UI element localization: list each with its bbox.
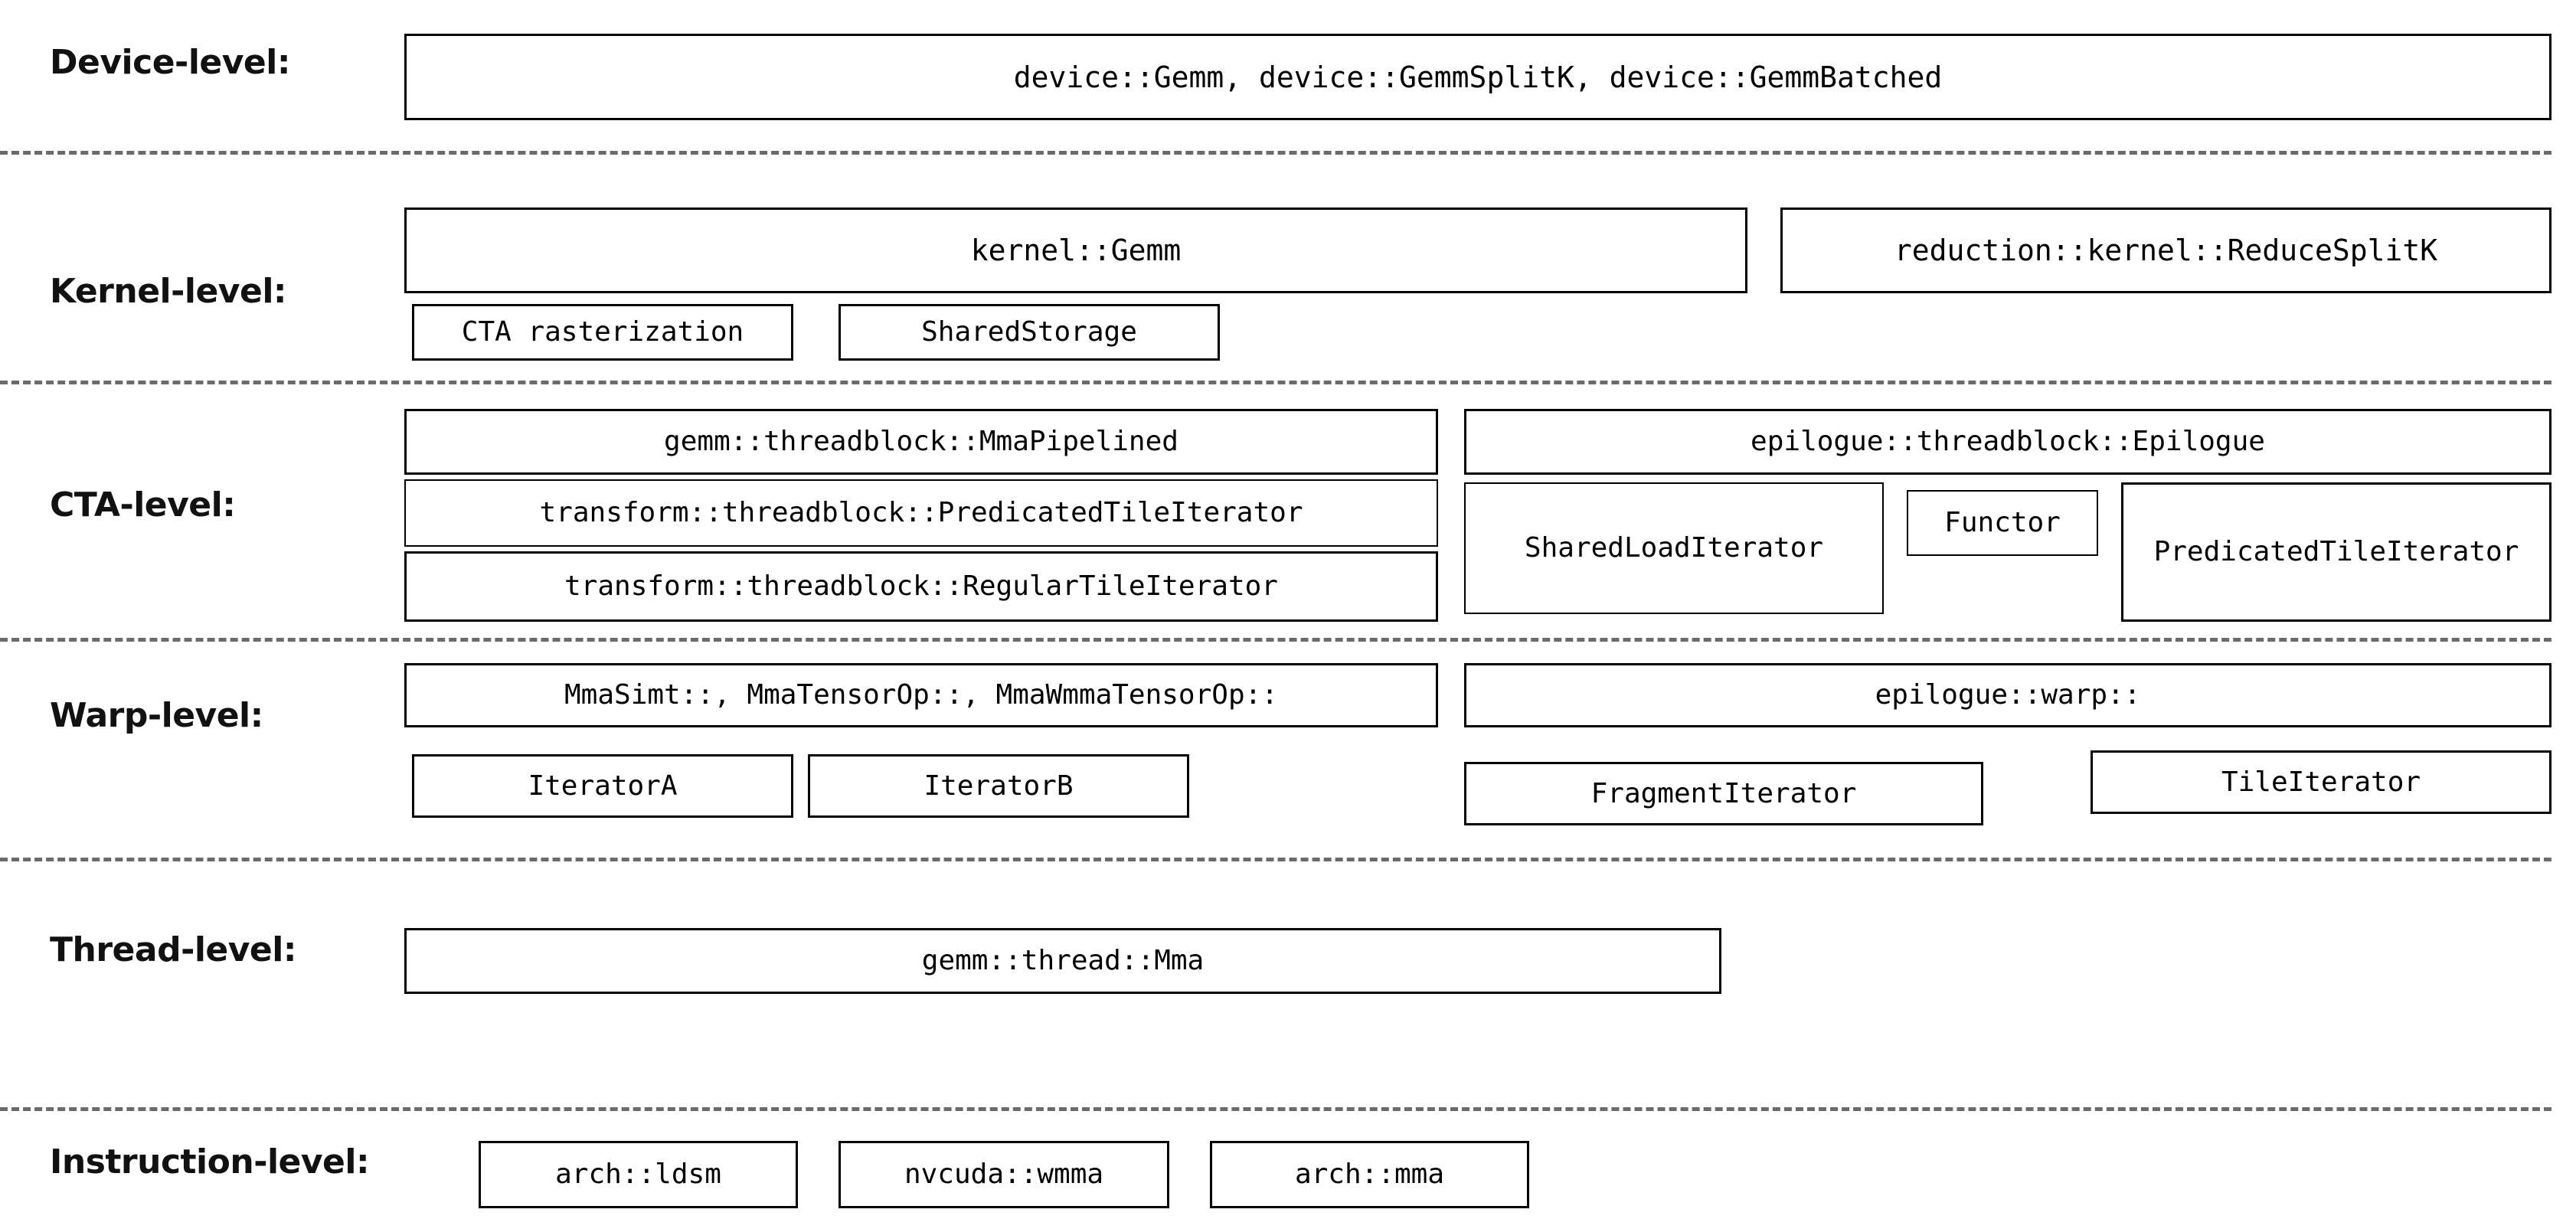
level-label-warp: Warp-level: <box>50 696 263 735</box>
transform-threadblock-regulartileiterator-box-label: transform::threadblock::RegularTileItera… <box>564 570 1278 602</box>
device-gemm-box[interactable]: device::Gemm, device::GemmSplitK, device… <box>404 34 2551 120</box>
iterator-b-box-label: IteratorB <box>924 770 1074 802</box>
shared-storage-box-label: SharedStorage <box>921 316 1137 348</box>
shared-load-iterator-box[interactable]: SharedLoadIterator <box>1464 482 1884 614</box>
cta-rasterization-box[interactable]: CTA rasterization <box>412 304 793 361</box>
gemm-thread-mma-box-label: gemm::thread::Mma <box>921 945 1205 976</box>
gemm-thread-mma-box[interactable]: gemm::thread::Mma <box>404 928 1721 994</box>
tile-iterator-box-label: TileIterator <box>2221 766 2421 798</box>
functor-box-label: Functor <box>1944 507 2061 538</box>
level-label-instruction: Instruction-level: <box>50 1142 370 1181</box>
transform-threadblock-regulartileiterator-box[interactable]: transform::threadblock::RegularTileItera… <box>404 551 1438 622</box>
nvcuda-wmma-box-label: nvcuda::wmma <box>904 1159 1104 1190</box>
level-label-cta: CTA-level: <box>50 485 236 525</box>
arch-mma-box[interactable]: arch::mma <box>1210 1141 1529 1208</box>
fragment-iterator-box-label: FragmentIterator <box>1590 777 1857 809</box>
separator-warp-thread <box>0 858 2551 861</box>
transform-threadblock-predicatedtileiterator-box[interactable]: transform::threadblock::PredicatedTileIt… <box>404 479 1438 547</box>
gemm-threadblock-mmapipelined-box-label: gemm::threadblock::MmaPipelined <box>664 426 1178 457</box>
mma-ops-box[interactable]: MmaSimt::, MmaTensorOp::, MmaWmmaTensorO… <box>404 663 1438 727</box>
arch-ldsm-box-label: arch::ldsm <box>555 1159 721 1190</box>
arch-ldsm-box[interactable]: arch::ldsm <box>479 1141 798 1208</box>
reduction-kernel-reducesplitk-box[interactable]: reduction::kernel::ReduceSplitK <box>1780 208 2551 293</box>
separator-cta-warp <box>0 638 2551 642</box>
epilogue-threadblock-epilogue-box[interactable]: epilogue::threadblock::Epilogue <box>1464 409 2551 475</box>
cta-rasterization-box-label: CTA rasterization <box>461 316 744 348</box>
level-label-thread: Thread-level: <box>50 930 296 969</box>
reduction-kernel-reducesplitk-box-label: reduction::kernel::ReduceSplitK <box>1894 234 2438 267</box>
separator-kernel-cta <box>0 381 2551 384</box>
tile-iterator-box[interactable]: TileIterator <box>2091 750 2551 814</box>
predicated-tile-iterator-box[interactable]: PredicatedTileIterator <box>2121 482 2551 622</box>
epilogue-warp-box-label: epilogue::warp:: <box>1875 679 2141 711</box>
mma-ops-box-label: MmaSimt::, MmaTensorOp::, MmaWmmaTensorO… <box>564 679 1278 711</box>
separator-thread-instruction <box>0 1107 2551 1111</box>
epilogue-warp-box[interactable]: epilogue::warp:: <box>1464 663 2551 727</box>
epilogue-threadblock-epilogue-box-label: epilogue::threadblock::Epilogue <box>1751 426 2265 457</box>
iterator-a-box[interactable]: IteratorA <box>412 754 793 818</box>
predicated-tile-iterator-box-label: PredicatedTileIterator <box>2153 536 2519 567</box>
separator-device-kernel <box>0 151 2551 155</box>
kernel-gemm-box[interactable]: kernel::Gemm <box>404 208 1747 293</box>
arch-mma-box-label: arch::mma <box>1294 1159 1445 1190</box>
level-label-device: Device-level: <box>50 43 290 82</box>
iterator-a-box-label: IteratorA <box>528 770 678 802</box>
functor-box[interactable]: Functor <box>1907 490 2098 556</box>
level-label-kernel: Kernel-level: <box>50 272 287 311</box>
shared-load-iterator-box-label: SharedLoadIterator <box>1524 532 1824 564</box>
nvcuda-wmma-box[interactable]: nvcuda::wmma <box>839 1141 1169 1208</box>
gemm-threadblock-mmapipelined-box[interactable]: gemm::threadblock::MmaPipelined <box>404 409 1438 475</box>
device-gemm-box-label: device::Gemm, device::GemmSplitK, device… <box>1013 60 1943 94</box>
shared-storage-box[interactable]: SharedStorage <box>839 304 1220 361</box>
fragment-iterator-box[interactable]: FragmentIterator <box>1464 762 1983 825</box>
iterator-b-box[interactable]: IteratorB <box>808 754 1189 818</box>
kernel-gemm-box-label: kernel::Gemm <box>970 234 1182 267</box>
transform-threadblock-predicatedtileiterator-box-label: transform::threadblock::PredicatedTileIt… <box>539 497 1303 528</box>
